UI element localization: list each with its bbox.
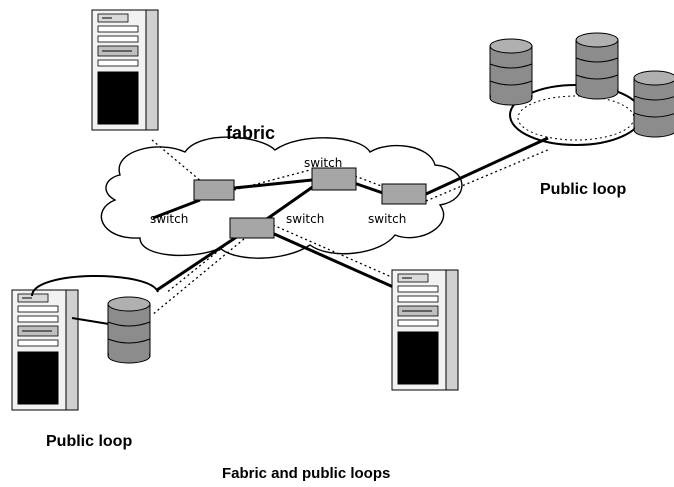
switch-label-middle: switch xyxy=(286,212,324,226)
switch-label-right: switch xyxy=(368,212,406,226)
server-bottom-left xyxy=(11,289,79,411)
public-loop-ring-left xyxy=(31,274,159,297)
public-loop-label-right: Public loop xyxy=(540,181,626,198)
server-top xyxy=(91,9,159,131)
dotted-links xyxy=(151,139,551,316)
switch-label-left: switch xyxy=(150,212,188,226)
server-bottom-right xyxy=(391,269,459,391)
solid-links xyxy=(152,136,549,292)
switch-box-right xyxy=(381,183,427,205)
disk-drive-right-1 xyxy=(489,38,533,106)
switch-label-top: switch xyxy=(304,156,342,170)
public-loop-ring-right-inner xyxy=(517,95,635,141)
fabric-cloud xyxy=(100,136,463,259)
disk-drive-left xyxy=(107,296,151,364)
switch-box-middle xyxy=(229,217,275,239)
switch-box-top xyxy=(311,167,357,191)
fabric-label: fabric xyxy=(226,123,275,143)
disk-drive-right-3 xyxy=(633,70,674,138)
disk-drive-right-2 xyxy=(575,32,619,100)
switch-box-left xyxy=(193,179,235,201)
diagram-caption: Fabric and public loops xyxy=(222,465,391,482)
public-loop-label-left: Public loop xyxy=(46,433,132,450)
